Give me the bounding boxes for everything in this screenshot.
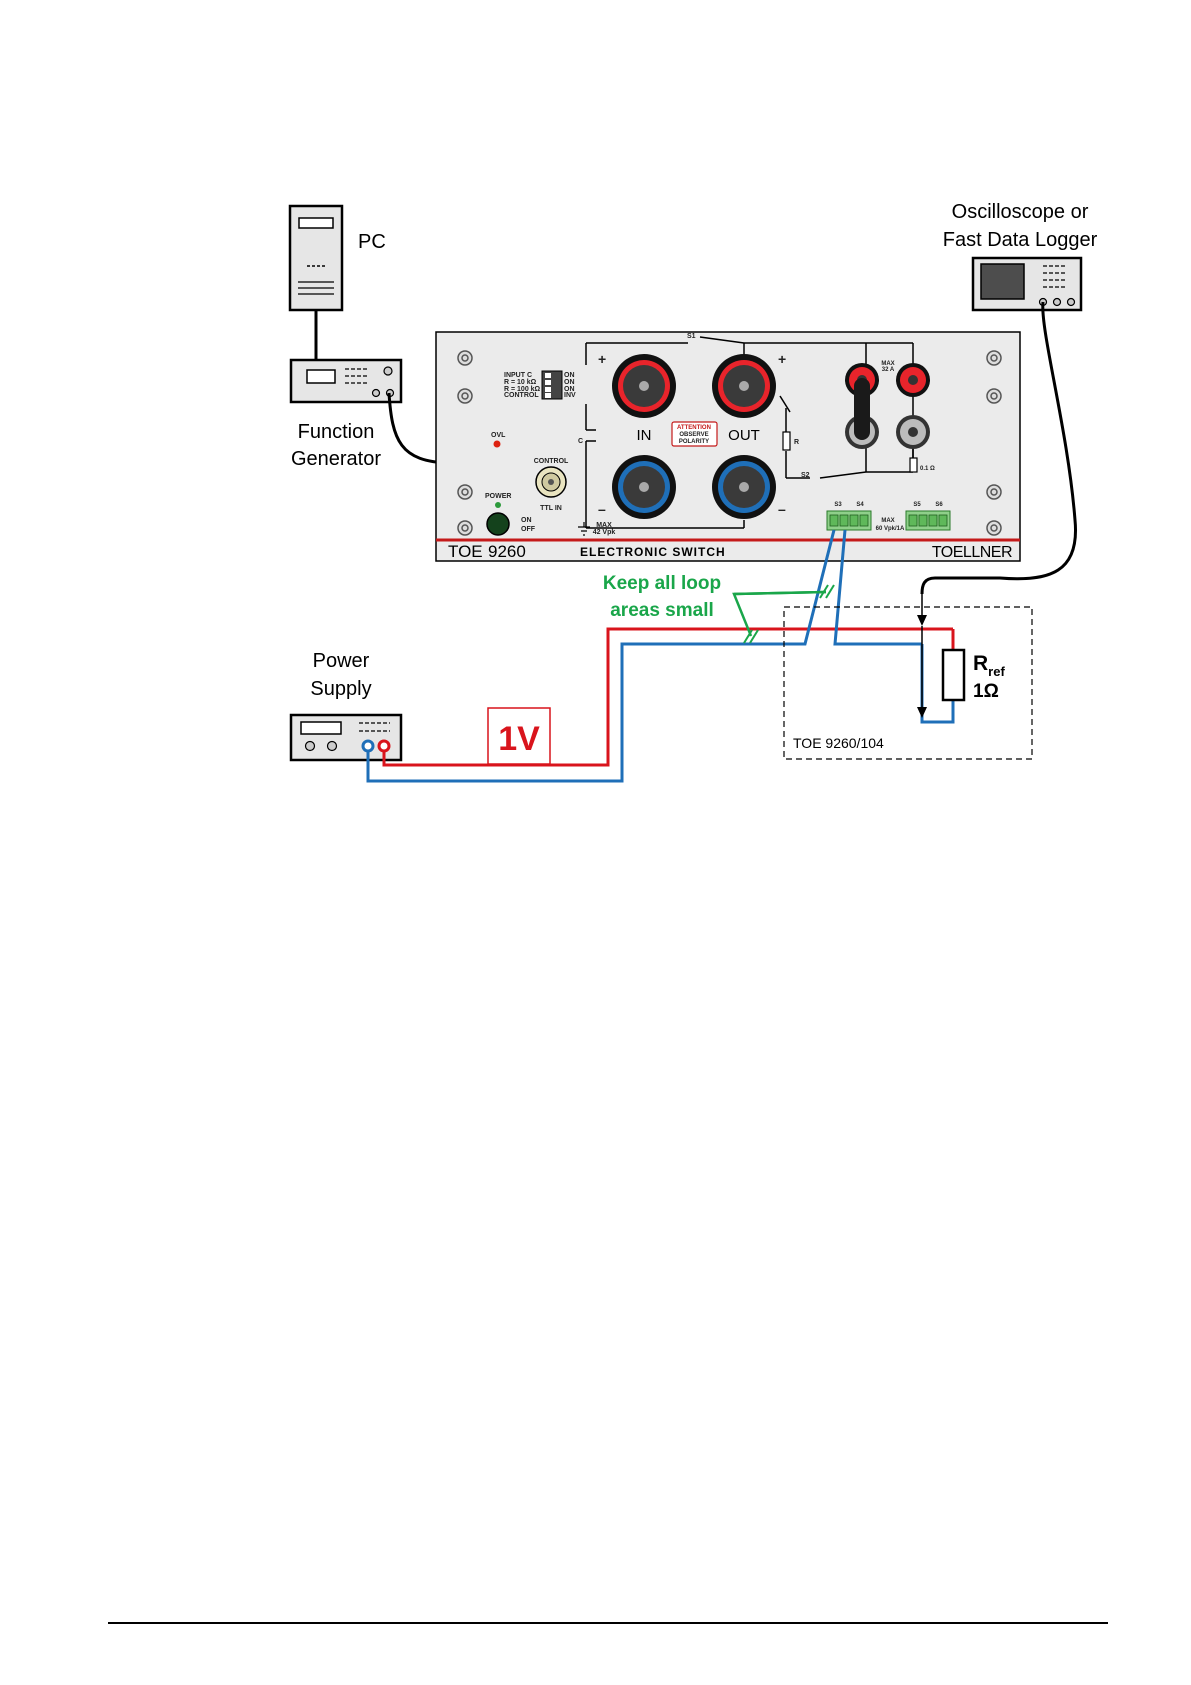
observe-text: OBSERVE xyxy=(679,432,708,438)
out-plus-terminal[interactable] xyxy=(712,354,776,418)
in-label: IN xyxy=(637,427,652,444)
blue-supply-wire xyxy=(366,529,836,783)
out-label: OUT xyxy=(728,427,760,444)
rref-value: 1Ω xyxy=(973,681,999,702)
power-led xyxy=(495,502,501,508)
brand-logo: TOELLNER xyxy=(932,544,1012,561)
s3-s4-terminal-block[interactable] xyxy=(826,510,872,531)
ovl-led xyxy=(493,440,501,448)
out-minus-terminal[interactable] xyxy=(712,455,776,519)
shunt-resistor-symbol xyxy=(909,457,918,473)
power-on-label: ON xyxy=(521,517,532,524)
oscilloscope-label-2: Fast Data Logger xyxy=(943,229,1098,251)
in-minus-terminal[interactable] xyxy=(612,455,676,519)
pc-icon xyxy=(288,204,344,312)
max-60-label: MAX xyxy=(881,518,894,524)
shorting-link[interactable] xyxy=(854,378,870,440)
dip-on-2: ON xyxy=(564,379,575,386)
dip-inv: INV xyxy=(564,392,576,399)
power-label: POWER xyxy=(485,493,511,500)
dip-on-1: ON xyxy=(564,372,575,379)
r10k-label: R = 10 kΩ xyxy=(504,379,537,386)
pc-label: PC xyxy=(358,231,386,253)
s6-label: S6 xyxy=(935,502,943,508)
oscilloscope-icon xyxy=(971,256,1083,312)
function-generator-label-2: Generator xyxy=(291,448,381,470)
sense-minus-jack-right[interactable] xyxy=(896,415,930,449)
loop-note-line-1: Keep all loop xyxy=(603,573,721,594)
model-number: 9260 xyxy=(488,542,526,561)
max-42-label: MAX xyxy=(596,522,612,529)
ground-icon xyxy=(578,522,590,536)
rref-resistor-symbol xyxy=(941,648,966,702)
sense-plus-jack-right[interactable] xyxy=(896,363,930,397)
out-plus: + xyxy=(778,351,786,367)
probe-cable xyxy=(920,301,1078,595)
s1-label: S1 xyxy=(687,333,696,340)
vpk-60-label: 60 Vpk/1A xyxy=(876,526,905,532)
panel-title: ELECTRONIC SWITCH xyxy=(580,545,726,559)
power-off-label: OFF xyxy=(521,526,536,533)
a32-label: 32 A xyxy=(882,367,895,373)
vpk-42-label: 42 Vpk xyxy=(593,529,616,536)
front-panel: INPUT C R = 10 kΩ R = 100 kΩ CONTROL ON … xyxy=(435,331,1021,562)
ovl-label: OVL xyxy=(491,432,506,439)
fixture-label: TOE 9260/104 xyxy=(793,735,884,751)
footer-rule xyxy=(108,1622,1108,1624)
bnc-control-label: CONTROL xyxy=(534,458,569,465)
attention-text: ATTENTION xyxy=(677,425,711,431)
s2-label: S2 xyxy=(801,472,810,479)
blue-sense-wire xyxy=(833,529,922,646)
s5-s6-terminal-block[interactable] xyxy=(905,510,951,531)
probe-ground-arrow-icon xyxy=(917,707,927,718)
r-label: R xyxy=(794,439,799,446)
ttl-in-label: TTL IN xyxy=(540,505,562,512)
voltage-label: 1V xyxy=(498,720,540,758)
rref-label: Rref xyxy=(973,652,1005,679)
in-plus-terminal[interactable] xyxy=(612,354,676,418)
r100k-label: R = 100 kΩ xyxy=(504,386,541,393)
dip-on-3: ON xyxy=(564,386,575,393)
max-32-label: MAX xyxy=(881,361,894,367)
oscilloscope-label-1: Oscilloscope or xyxy=(952,201,1089,223)
fixture-box xyxy=(783,606,1033,760)
s5-label: S5 xyxy=(913,502,921,508)
shunt-label: 0.1 Ω xyxy=(920,466,935,472)
function-generator-icon xyxy=(289,358,403,404)
voltage-box xyxy=(487,707,551,765)
loop-note-line-2: areas small xyxy=(610,600,714,621)
s4-label: S4 xyxy=(856,502,864,508)
model-toe: TOE xyxy=(448,542,483,561)
polarity-text: POLARITY xyxy=(679,439,709,445)
r-resistor-symbol xyxy=(782,431,791,451)
function-generator-label-1: Function xyxy=(298,421,375,443)
power-supply-label-1: Power xyxy=(313,650,370,672)
probe-arrow-icon xyxy=(917,615,927,626)
in-minus: – xyxy=(598,501,606,517)
input-c-label: INPUT C xyxy=(504,372,532,379)
s3-label: S3 xyxy=(834,502,842,508)
power-supply-label-2: Supply xyxy=(310,678,371,700)
in-plus: + xyxy=(598,351,606,367)
power-button[interactable] xyxy=(486,512,510,536)
loop-pointer-lines xyxy=(732,590,827,637)
out-minus: – xyxy=(778,501,786,517)
control-label: CONTROL xyxy=(504,392,539,399)
twist-marks xyxy=(743,584,835,644)
c-label: C xyxy=(578,438,583,445)
red-supply-wire xyxy=(382,627,953,767)
attention-box xyxy=(671,421,718,447)
